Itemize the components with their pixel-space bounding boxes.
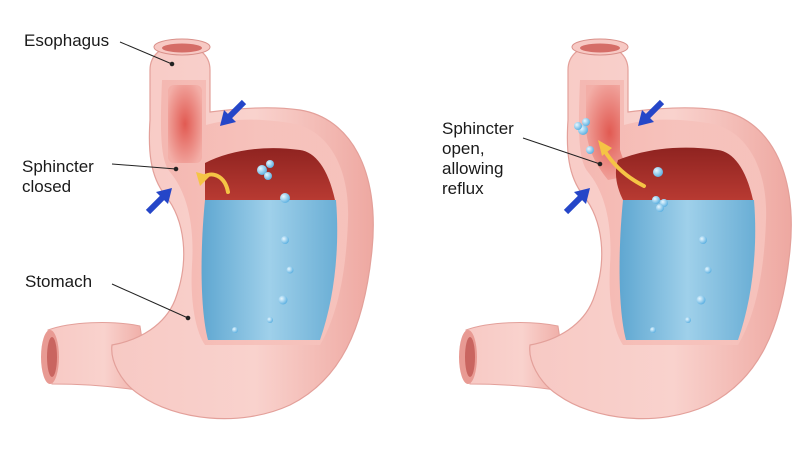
bubble-icon (656, 204, 664, 212)
label-esophagus: Esophagus (24, 31, 110, 50)
label-sphincter-open: Sphincter open, allowing reflux (442, 119, 514, 198)
bubble-icon (266, 160, 274, 168)
bubble-icon (650, 327, 656, 333)
bubble-icon (280, 193, 290, 203)
label-sphincter-closed: Sphincter closed (22, 157, 94, 196)
bubble-icon (699, 236, 707, 244)
stomach-closed-illustration (40, 38, 374, 420)
bubble-icon (286, 266, 294, 274)
bubble-icon (257, 165, 267, 175)
pressure-arrow-icon (145, 188, 172, 215)
bubble-icon (267, 317, 273, 323)
pressure-arrow-icon (220, 99, 247, 126)
leader-lines (111, 41, 191, 321)
bubble-icon (232, 327, 238, 333)
bubble-icon (685, 317, 691, 323)
bubble-icon (704, 266, 712, 274)
bubble-icon (281, 236, 289, 244)
bubble-icon (586, 146, 594, 154)
pressure-arrow-icon (638, 99, 665, 126)
bubble-icon (264, 172, 272, 180)
flow-arrow-icon (598, 140, 646, 188)
bubble-icon (696, 295, 706, 305)
flow-arrow-icon (196, 172, 230, 194)
bubble-icon (582, 118, 590, 126)
bubble-icon (653, 167, 663, 177)
label-stomach: Stomach (25, 272, 93, 291)
leader-lines (522, 137, 603, 167)
stomach-open-illustration (458, 38, 792, 420)
bubble-icon (574, 122, 582, 130)
bubble-icon (278, 295, 288, 305)
bubble-icon (652, 196, 660, 204)
pressure-arrow-icon (563, 188, 590, 215)
